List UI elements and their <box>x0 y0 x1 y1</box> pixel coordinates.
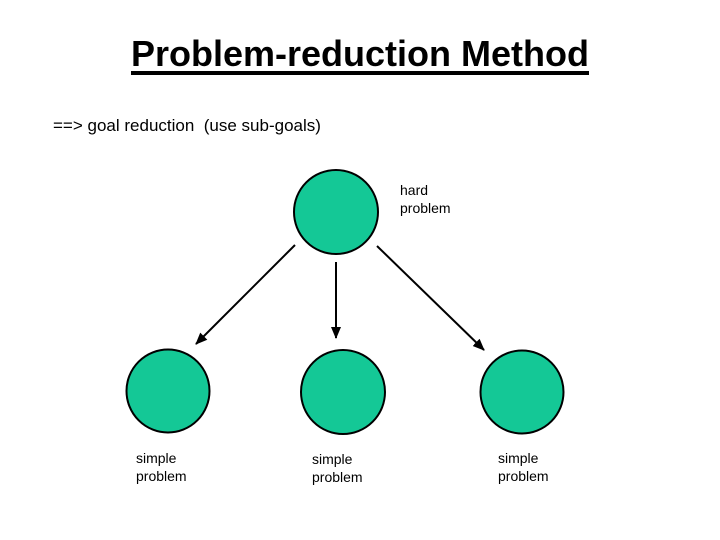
simple-problem-label-right: simple problem <box>498 449 549 485</box>
simple-problem-middle-line1: simple <box>312 451 353 467</box>
simple-problem-node-left <box>125 348 211 434</box>
hard-problem-node <box>293 169 379 255</box>
simple-problem-left-line2: problem <box>136 468 187 484</box>
simple-problem-node-right <box>479 349 565 435</box>
simple-problem-node-middle <box>300 349 386 435</box>
slide-title: Problem-reduction Method <box>131 33 589 74</box>
hard-problem-label-line1: hard <box>400 182 429 198</box>
simple-problem-middle-line2: problem <box>312 469 363 485</box>
goal-reduction-subtitle: ==> goal reduction (use sub-goals) <box>53 116 321 135</box>
simple-problem-right-line2: problem <box>498 468 549 484</box>
simple-problem-right-line1: simple <box>498 450 539 466</box>
arrow-root-to-right <box>376 245 485 351</box>
hard-problem-label: hard problem <box>400 181 451 217</box>
simple-problem-left-line1: simple <box>136 450 177 466</box>
simple-problem-label-left: simple problem <box>136 449 187 485</box>
simple-problem-label-middle: simple problem <box>312 450 363 486</box>
hard-problem-label-line2: problem <box>400 200 451 216</box>
arrow-root-to-left <box>195 244 296 345</box>
